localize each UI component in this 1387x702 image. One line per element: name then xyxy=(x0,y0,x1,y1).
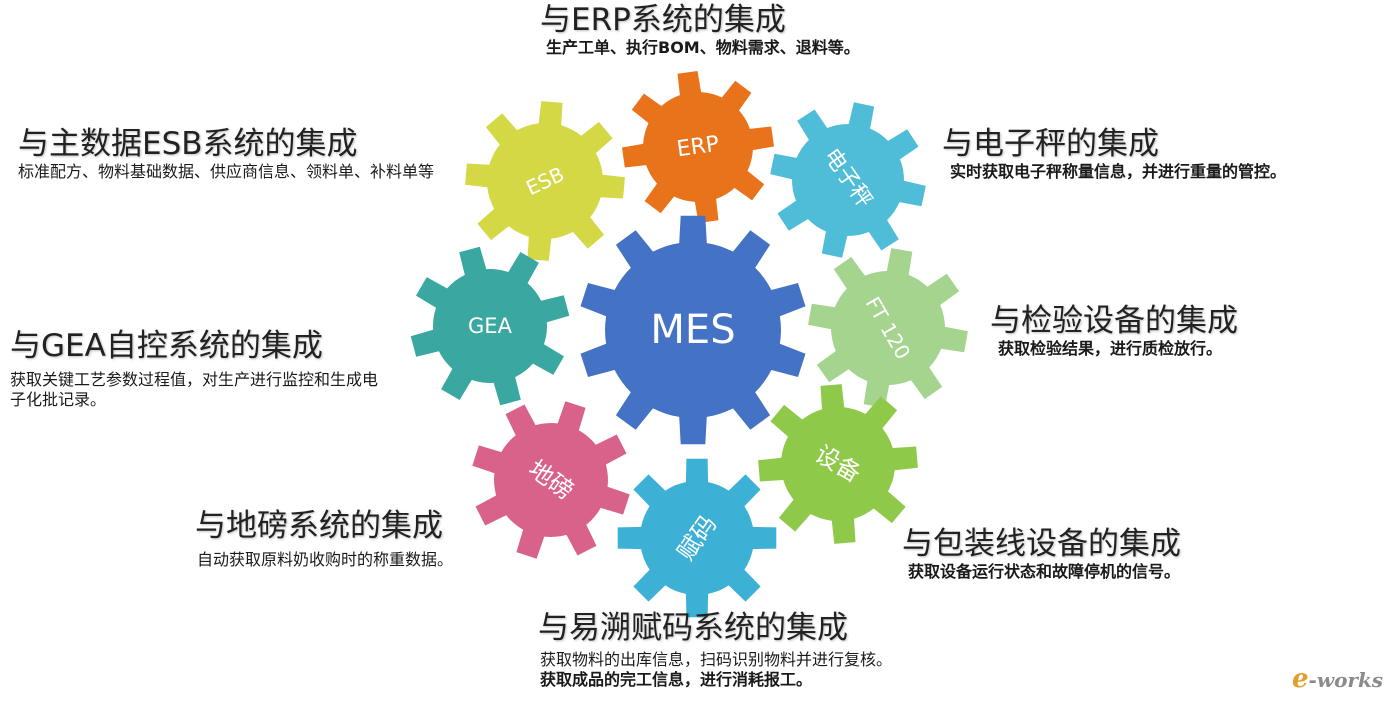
gear-erp-label: ERP xyxy=(675,132,721,163)
packaging-block: 与包装线设备的集成 获取设备运行状态和故障停机的信号。 xyxy=(902,526,1181,582)
weighbridge-desc: 自动获取原料奶收购时的称重数据。 xyxy=(197,550,454,569)
erp-block: 与ERP系统的集成 生产工单、执行BOM、物料需求、退料等。 xyxy=(540,2,860,58)
gear-gea-label: GEA xyxy=(468,314,513,338)
gear-esb xyxy=(465,101,625,261)
esb-desc: 标准配方、物料基础数据、供应商信息、领料单、补料单等 xyxy=(18,162,435,181)
coding-block: 与易溯赋码系统的集成 获取物料的出库信息，扫码识别物料并进行复核。 获取成品的完… xyxy=(538,610,892,690)
gear-gea xyxy=(410,246,570,406)
gear-mes-label: MES xyxy=(650,307,735,353)
inspection-desc: 获取检验结果，进行质检放行。 xyxy=(998,339,1223,358)
eworks-logo-text: -works xyxy=(1308,668,1384,692)
coding-title: 与易溯赋码系统的集成 xyxy=(538,610,848,646)
gear-erp xyxy=(622,71,774,223)
coding-desc-2: 获取成品的完工信息，进行消耗报工。 xyxy=(540,670,813,689)
gea-block: 与GEA自控系统的集成 获取关键工艺参数过程值，对生产进行监控和生成电子化批记录… xyxy=(10,328,390,410)
eworks-logo: e-works xyxy=(1292,664,1383,694)
inspection-title: 与检验设备的集成 xyxy=(990,303,1238,339)
erp-desc: 生产工单、执行BOM、物料需求、退料等。 xyxy=(546,38,860,57)
gear-mes xyxy=(580,215,806,445)
scale-desc: 实时获取电子秤称量信息，并进行重量的管控。 xyxy=(950,162,1287,181)
gear-equipment xyxy=(758,384,918,544)
gear-scale xyxy=(770,102,926,258)
weighbridge-title: 与地磅系统的集成 xyxy=(195,508,443,544)
esb-title: 与主数据ESB系统的集成 xyxy=(18,126,358,162)
gea-title: 与GEA自控系统的集成 xyxy=(10,328,323,364)
scale-title: 与电子秤的集成 xyxy=(942,126,1159,162)
gear-ft120 xyxy=(808,248,968,408)
weighbridge-block: 与地磅系统的集成 自动获取原料奶收购时的称重数据。 xyxy=(195,508,453,570)
scale-block: 与电子秤的集成 实时获取电子秤称量信息，并进行重量的管控。 xyxy=(942,126,1286,182)
gear-weighbridge xyxy=(472,401,630,559)
esb-block: 与主数据ESB系统的集成 标准配方、物料基础数据、供应商信息、领料单、补料单等 xyxy=(18,126,458,182)
coding-desc-1: 获取物料的出库信息，扫码识别物料并进行复核。 xyxy=(540,650,893,669)
packaging-title: 与包装线设备的集成 xyxy=(902,526,1181,562)
eworks-logo-e: e xyxy=(1292,664,1309,694)
inspection-block: 与检验设备的集成 获取检验结果，进行质检放行。 xyxy=(990,303,1238,359)
gea-desc: 获取关键工艺参数过程值，对生产进行监控和生成电子化批记录。 xyxy=(10,370,379,409)
packaging-desc: 获取设备运行状态和故障停机的信号。 xyxy=(908,562,1181,581)
gear-coding xyxy=(617,458,777,618)
erp-title: 与ERP系统的集成 xyxy=(540,2,786,38)
